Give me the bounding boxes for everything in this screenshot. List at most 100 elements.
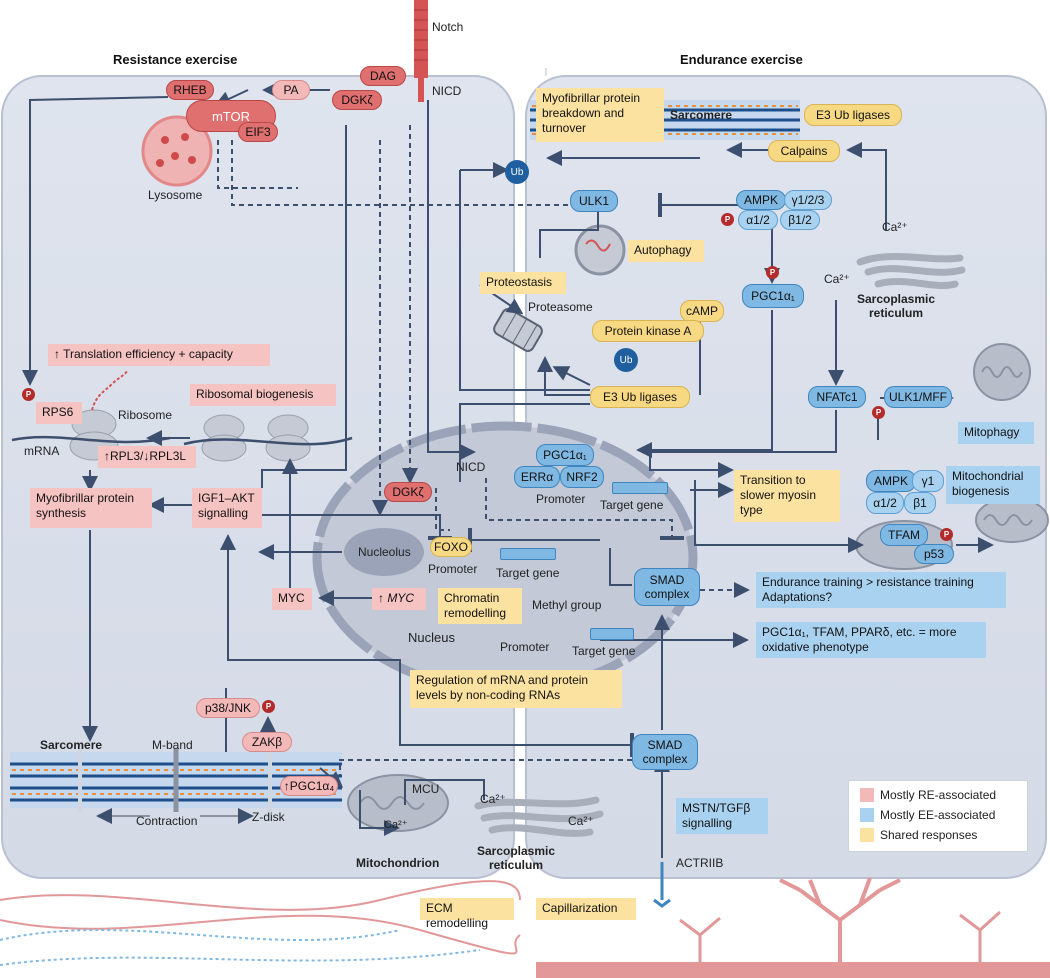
eif3-node: EIF3 [238,122,278,142]
sr-bottom-label: Sarcoplasmic reticulum [476,844,556,872]
legend-label-re: Mostly RE-associated [880,788,997,802]
foxo-node: FOXO [430,537,472,557]
ca-sr2-label: Ca²⁺ [480,792,506,806]
pgc1a1-nuc: PGC1α₁ [536,444,594,466]
ampk-mito-a: α1/2 [866,492,904,514]
notch-label: Notch [432,20,464,34]
legend [848,780,1028,852]
p-badge: P [22,388,35,401]
mband-label: M-band [152,738,193,752]
ecm-box: ECM remodelling [420,898,514,930]
ribosome-label: Ribosome [118,408,173,422]
dgkz-nucleus: DGKζ [384,482,432,502]
legend-label-shared: Shared responses [880,828,978,842]
proteostasis-box: Proteostasis [480,272,566,294]
igf-box: IGF1–AKT signalling [192,488,262,528]
legend-label-ee: Mostly EE-associated [880,808,996,822]
p-badge: P [872,406,885,419]
ampk-alpha: α1/2 [738,210,778,230]
pgc1a1-node: PGC1α₁ [742,284,804,308]
dgkz-node: DGKζ [332,90,382,110]
e3-mid-node: E3 Ub ligases [590,386,690,408]
ca-mito-label: Ca²⁺ [384,819,408,831]
myc-box: MYC [272,588,312,610]
pgc1a4-node: ↑PGC1α₄ [280,776,338,796]
smad-bottom: SMAD complex [632,734,698,770]
proteasome [493,308,543,352]
p-badge: P [940,528,953,541]
mtor-node: mTOR [186,100,276,132]
ca-sr-label: Ca²⁺ [824,272,850,286]
target-label-1: Target gene [600,498,664,512]
ub-top: Ub [505,160,529,184]
ampk-mito-b: β1 [904,492,936,514]
contraction-label: Contraction [136,814,198,828]
ncrna-box: Regulation of mRNA and protein levels by… [410,670,622,708]
target-label-3: Target gene [572,644,636,658]
rpl3-box: ↑RPL3/↓RPL3L [98,446,196,468]
sarcomere-bottom-label: Sarcomere [40,738,103,752]
mitophagy-box: Mitophagy [958,422,1034,444]
ampk-mito: AMPK [866,470,916,492]
ulk1mff-node: ULK1/MFF [884,386,952,408]
calpains-node: Calpains [768,140,840,162]
oxidative-box: PGC1α₁, TFAM, PPARδ, etc. = more oxidati… [756,622,986,658]
target-label-2: Target gene [496,566,560,580]
pka-node: Protein kinase A [592,320,704,342]
tfam-node: TFAM [880,524,928,546]
lysosome [141,115,213,187]
ampk-node: AMPK [736,190,786,210]
proteasome-label: Proteasome [528,300,593,314]
capillarization-box: Capillarization [536,898,636,920]
camp-node: cAMP [680,300,724,322]
p-badge: P [766,266,779,279]
p53-node: p53 [914,544,954,564]
translation-box: ↑ Translation efficiency + capacity [48,344,270,366]
legend-swatch-shared [860,828,874,842]
ampk-gamma: γ1/2/3 [784,190,832,210]
promoter-label-2: Promoter [428,562,478,576]
lysosome-label: Lysosome [148,188,203,202]
ub-mid: Ub [614,348,638,372]
ee-vs-rt-box: Endurance training > resistance training… [756,572,1006,608]
nucleus-label: Nucleus [408,630,455,645]
sr-label: Sarcoplasmic reticulum [856,292,936,320]
title-resistance: Resistance exercise [113,52,238,67]
ca-sr3-label: Ca²⁺ [568,814,594,828]
zdisk-label: Z-disk [252,810,285,824]
autophagy-box: Autophagy [628,240,704,262]
chromatin-box: Chromatin remodelling [438,588,522,624]
mstn-box: MSTN/TGFβ signalling [676,798,768,834]
breakdown-box: Myofibrillar protein breakdown and turno… [536,88,664,142]
legend-swatch-re [860,788,874,802]
nucleolus-label: Nucleolus [358,545,411,559]
mito-biogenesis-box: Mitochondrial biogenesis [946,466,1040,504]
promoter-label-3: Promoter [500,640,550,654]
nfatc1-node: NFATc1 [808,386,866,408]
sarcomere-top-label: Sarcomere [670,108,733,122]
rheb-node: RHEB [166,80,214,100]
nrf2-node: NRF2 [560,466,604,488]
myo-synthesis-box: Myofibrillar protein synthesis [30,488,152,528]
slower-myosin-box: Transition to slower myosin type [734,470,840,522]
ampk-mito-g: γ1 [912,470,944,492]
ampk-beta: β1/2 [780,210,820,230]
notch-receptor [414,0,428,78]
title-endurance: Endurance exercise [680,52,803,67]
p38-node: p38/JNK [196,698,260,718]
methyl-label: Methyl group [532,598,602,612]
smad-nucleus: SMAD complex [634,568,700,606]
p-badge: P [262,700,275,713]
zakb-node: ZAKβ [242,732,292,752]
mcu-label: MCU [412,782,440,796]
pa-node: PA [272,80,310,100]
upmyc-box: ↑ MYC [372,588,426,610]
mitochondrion-label: Mitochondrion [356,856,440,870]
target-gene-bar-1 [612,482,668,494]
nicd-nucleus-label: NICD [456,460,486,474]
target-gene-bar-2 [500,548,556,560]
ca-top-label: Ca²⁺ [882,220,908,234]
legend-swatch-ee [860,808,874,822]
p-badge: P [721,213,734,226]
